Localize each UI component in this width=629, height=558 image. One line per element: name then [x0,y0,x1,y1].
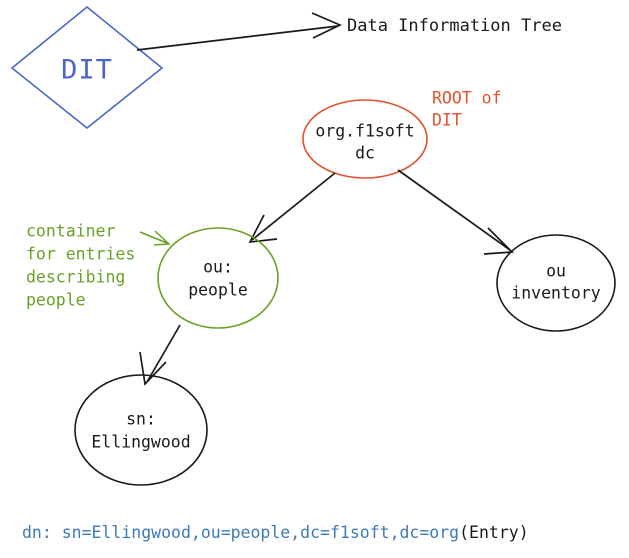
edge-people-to-ellingwood-head [139,351,167,386]
root-annotation-line1: ROOT of [432,89,502,108]
people-annotation-arrow-line [139,231,168,244]
title-arrow-head [311,12,343,39]
dn-suffix: (Entry) [459,523,529,542]
people-annotation-line3: describing [26,268,125,287]
root-annotation-line2: DIT [432,111,462,130]
node-inventory-label-line1: ou [546,262,566,281]
people-annotation-line4: people [26,291,86,310]
edge-root-to-inventory-line [397,169,511,251]
title-arrow-line [136,25,339,51]
dn-caption: dn: sn=Ellingwood,ou=people,dc=f1soft,dc… [22,523,529,542]
node-ellingwood-label-line1: sn: [126,410,156,429]
dn-prefix: dn: [22,523,62,542]
node-root-shape [302,99,428,179]
edge-people-to-ellingwood-line [146,324,181,383]
people-annotation-line1: container [26,222,115,241]
diagram-title: Data Information Tree [347,16,562,36]
edge-root-to-people-head [248,214,278,244]
people-annotation-arrow-head [153,230,171,246]
node-root-label-line1: org.f1soft [315,122,414,141]
node-people-label-line2: people [188,281,248,300]
node-ellingwood-label-line2: Ellingwood [91,433,190,452]
node-ellingwood-shape [74,374,208,486]
people-annotation-line2: for entries [26,245,135,264]
node-people-shape [157,227,279,329]
edge-root-to-people-line [251,172,336,241]
dit-diamond-shape [10,5,164,130]
node-inventory-label-line2: inventory [511,284,600,303]
node-inventory-shape [496,234,616,332]
node-people-label-line1: ou: [203,258,233,277]
dn-value: sn=Ellingwood,ou=people,dc=f1soft,dc=org [62,523,459,542]
node-root-label-line2: dc [355,144,375,163]
dit-diamond-label: DIT [61,55,113,86]
